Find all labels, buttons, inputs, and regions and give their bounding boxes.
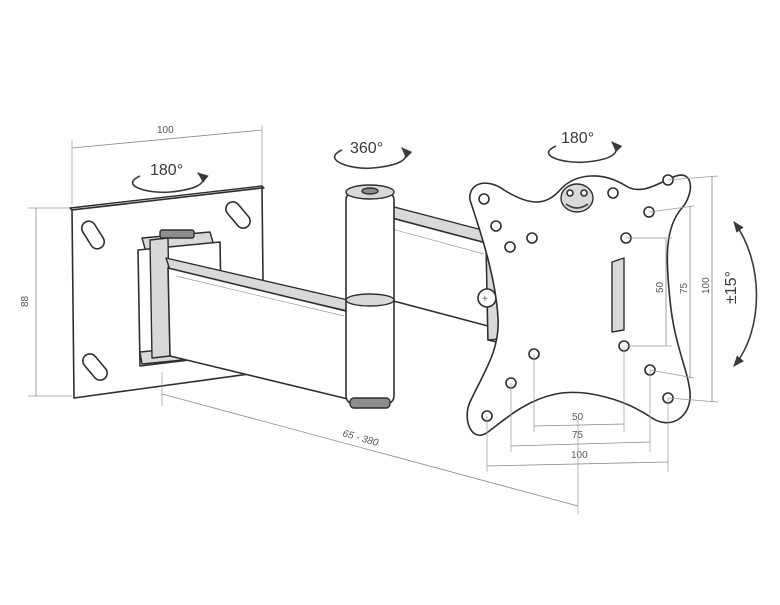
wall-slot-top-left: [80, 220, 106, 250]
vesa-rotation-indicator: 180°: [547, 130, 623, 164]
wall-plate-width-label: 100: [157, 125, 174, 136]
tilt-arrow-icon: [733, 221, 758, 367]
wall-plate-height-label: 88: [20, 295, 31, 307]
wall-slot-top-right: [225, 201, 251, 229]
vesa-vertical-inner-label: 50: [655, 281, 666, 293]
extension-label: 65 - 380: [341, 428, 380, 449]
rotation-arrow-icon: [547, 141, 623, 164]
vesa-vertical-dimensions: 50 75 100: [626, 175, 719, 403]
pivot-column: [345, 184, 395, 409]
rotation-arrow-icon: [131, 172, 209, 194]
wall-rotation-label: 180°: [150, 162, 183, 179]
tilt-label: ±15°: [723, 271, 740, 304]
joint-rotation-label: 360°: [350, 140, 383, 157]
rotation-arrow-icon: [333, 147, 413, 170]
vesa-horizontal-inner-label: 50: [572, 412, 584, 423]
wall-rotation-indicator: 180°: [131, 162, 209, 194]
vesa-plate: [466, 174, 692, 436]
phillips-screw-icon: +: [482, 294, 488, 305]
wall-plate-height-dimension: 88: [20, 207, 72, 397]
wall-slot-bottom-left: [82, 353, 108, 381]
vesa-vertical-mid-label: 75: [679, 282, 690, 294]
vesa-rotation-label: 180°: [561, 130, 594, 147]
tilt-indicator: ±15°: [723, 221, 758, 367]
vesa-vertical-outer-label: 100: [701, 277, 712, 294]
joint-rotation-indicator: 360°: [333, 140, 413, 170]
wall-plate-width-dimension: 100: [71, 125, 263, 205]
vesa-horizontal-outer-label: 100: [571, 450, 588, 461]
